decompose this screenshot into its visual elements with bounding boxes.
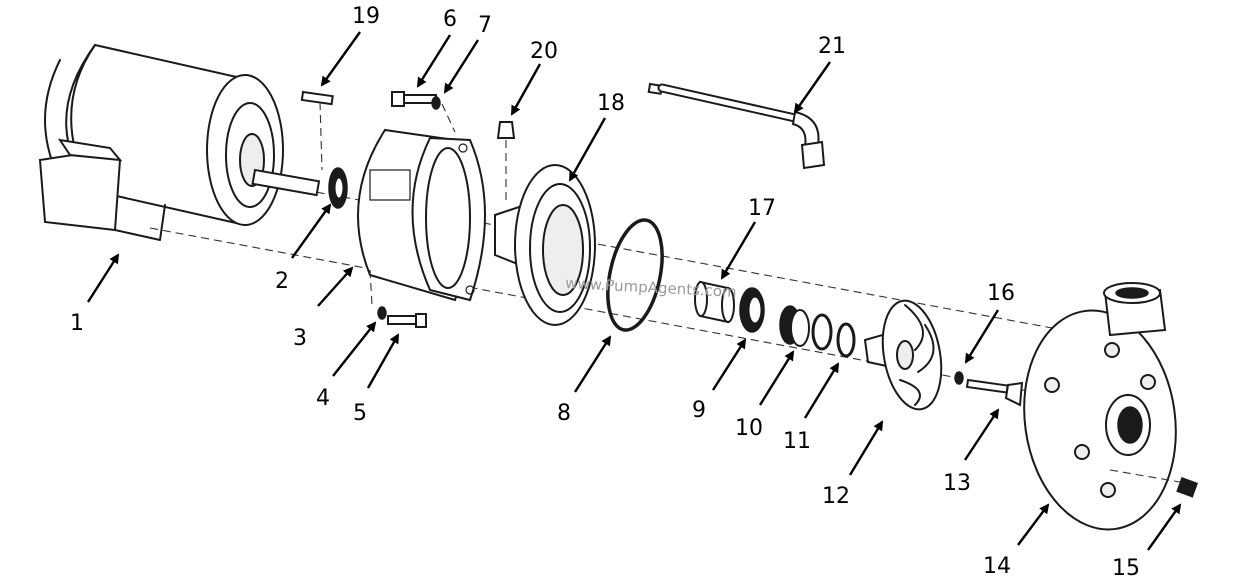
callout-19: 19: [352, 4, 380, 29]
part-shaft-sleeve: [694, 280, 735, 324]
callout-15: 15: [1112, 556, 1140, 578]
callout-10: 10: [735, 416, 763, 441]
part-pump-casing: [1023, 282, 1177, 531]
callout-14: 14: [983, 554, 1011, 578]
callout-4: 4: [316, 386, 330, 411]
lower-axis: [149, 227, 1051, 396]
watermark: www.PumpAgents.com: [565, 274, 737, 301]
callout-3: 3: [293, 326, 307, 351]
callout-7: 7: [478, 13, 492, 38]
callout-11: 11: [783, 429, 811, 454]
part-o-ring: [606, 218, 664, 332]
callout-1: 1: [70, 311, 84, 336]
part-slinger: [328, 167, 348, 209]
callout-18: 18: [597, 91, 625, 116]
part-flush-tube: [647, 82, 826, 170]
callout-2: 2: [275, 269, 289, 294]
callout-12: 12: [822, 484, 850, 509]
callout-labels: 1 2 3 4 5 6 7 8 9 10 11 12 13 14 15 16 1…: [70, 4, 1140, 578]
part-seal-spring: [811, 313, 856, 358]
part-bolt-bottom: [369, 269, 427, 328]
part-bolt-top: [391, 91, 456, 133]
callout-8: 8: [557, 401, 571, 426]
part-seal-head: [779, 305, 810, 347]
part-impeller: [863, 299, 943, 411]
part-seal-plate: [494, 164, 596, 326]
callout-5: 5: [353, 401, 367, 426]
part-impeller-washer: [954, 371, 964, 385]
part-adapter: [357, 128, 486, 302]
part-motor: [38, 43, 321, 241]
callout-9: 9: [692, 398, 706, 423]
callout-17: 17: [748, 196, 776, 221]
callout-20: 20: [530, 39, 558, 64]
callout-6: 6: [443, 7, 457, 32]
part-key: [300, 90, 334, 171]
callout-arrows: [86, 31, 1182, 551]
part-drain-plug: [1109, 469, 1198, 498]
callout-13: 13: [943, 471, 971, 496]
part-pipe-plug: [496, 121, 516, 200]
part-impeller-screw: [965, 378, 1024, 407]
callout-21: 21: [818, 34, 846, 59]
part-seal-seat: [739, 287, 765, 333]
callout-16: 16: [987, 281, 1015, 306]
